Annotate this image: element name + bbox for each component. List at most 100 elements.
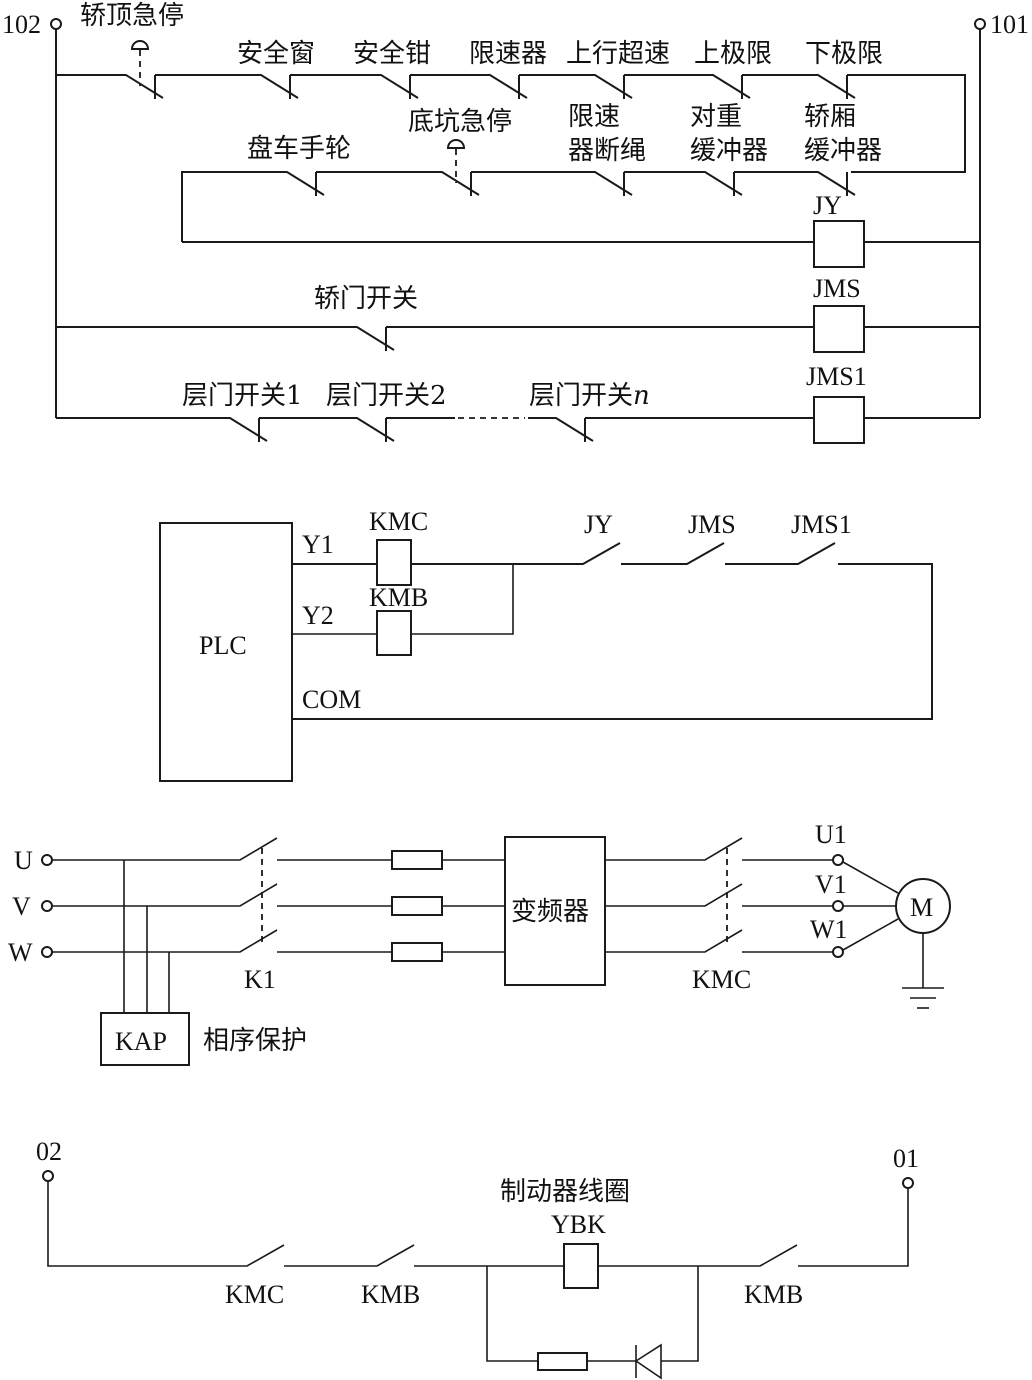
motor-label: M — [910, 893, 933, 922]
wire — [52, 929, 278, 953]
phase-w-label: W — [8, 938, 33, 967]
wire — [410, 74, 528, 99]
brake-coil-label: YBK — [551, 1210, 606, 1239]
terminal-102-label: 102 — [2, 10, 41, 39]
terminal-u — [41, 854, 53, 866]
brake-coil-ybk — [563, 1243, 599, 1289]
wire — [155, 74, 299, 99]
wire — [624, 171, 743, 196]
switch-label-safety-gear: 安全钳 — [353, 39, 431, 69]
terminal-02 — [42, 1170, 54, 1182]
switch-label-governor-rope-l1: 限速 — [568, 102, 620, 132]
relay-jms-label: JMS — [813, 274, 861, 303]
fuse-w — [391, 942, 443, 962]
terminal-u1 — [832, 854, 844, 866]
wire — [842, 861, 899, 894]
terminal-01-label: 01 — [893, 1144, 919, 1173]
switch-label-safety-window: 安全窗 — [237, 39, 315, 69]
wire — [56, 417, 268, 442]
contact-kmb-label-1: KMB — [361, 1280, 420, 1309]
switch-label-pit-estop: 底坑急停 — [408, 107, 512, 137]
wire — [411, 542, 621, 565]
terminal-01 — [902, 1177, 914, 1189]
phase-protector-desc: 相序保护 — [203, 1026, 307, 1056]
common-label: COM — [302, 685, 361, 714]
wire — [847, 74, 966, 173]
breaker-k1-label: K1 — [244, 965, 276, 994]
terminal-v — [41, 900, 53, 912]
pit-estop-button-icon — [446, 139, 466, 149]
wire — [742, 74, 856, 99]
power-circuit: U V W K1 KAP 相序保护 变频器 KMC — [8, 820, 951, 1066]
switch-label-governor: 限速器 — [469, 39, 547, 69]
relay-jms1-label: JMS1 — [806, 362, 867, 391]
output-y1-label: Y1 — [302, 530, 334, 559]
switch-label-upper-limit: 上极限 — [694, 39, 772, 69]
wire — [605, 837, 743, 861]
wire — [316, 171, 480, 196]
coil-kmc-label: KMC — [369, 507, 428, 536]
contactor-kmc-label: KMC — [692, 965, 751, 994]
phase-v-label: V — [12, 892, 31, 921]
diode-icon — [634, 1343, 662, 1380]
wire — [56, 326, 395, 351]
estop-button-icon — [130, 40, 150, 50]
wire — [725, 542, 836, 565]
switch-label-landing-door-1: 层门开关1 — [182, 381, 303, 411]
wire — [842, 918, 899, 951]
wire — [259, 417, 395, 442]
terminal-w — [41, 946, 53, 958]
wire — [734, 171, 856, 196]
wire — [528, 417, 594, 442]
wire — [605, 883, 743, 907]
switch-label-landing-door-2: 层门开关2 — [326, 381, 447, 411]
relay-jy-label: JY — [813, 191, 842, 220]
wire — [598, 1244, 798, 1267]
switch-label-car-buffer-l1: 轿厢 — [804, 102, 856, 132]
relay-jms1-coil — [813, 396, 865, 444]
wire — [47, 1181, 285, 1267]
brake-coil-desc: 制动器线圈 — [500, 1177, 630, 1207]
wire — [56, 74, 164, 99]
switch-label-lower-limit: 下极限 — [805, 39, 883, 69]
fuse-u — [391, 850, 443, 870]
wire — [52, 837, 278, 861]
terminal-u1-label: U1 — [815, 820, 847, 849]
terminal-102 — [50, 18, 62, 30]
plc-block — [159, 522, 293, 782]
contact-kmb-label-2: KMB — [744, 1280, 803, 1309]
switch-label-governor-rope-l2: 器断绳 — [568, 136, 646, 166]
wire — [624, 74, 751, 99]
inverter-label: 变频器 — [511, 897, 589, 927]
wire — [661, 1266, 699, 1362]
wire — [284, 1244, 415, 1267]
coil-kmb — [376, 610, 412, 656]
switch-label-car-door: 轿门开关 — [314, 284, 418, 314]
brake-circuit: 02 01 制动器线圈 YBK KMC KMB KMB — [36, 1137, 919, 1380]
phase-protector-kap — [100, 1012, 190, 1066]
ground-icon — [902, 987, 944, 1009]
terminal-w1 — [832, 946, 844, 958]
terminal-w1-label: W1 — [810, 915, 848, 944]
contact-jms1-label: JMS1 — [791, 510, 852, 539]
plc-circuit: PLC Y1 Y2 COM KMC KMB JY JMS JMS1 — [159, 507, 933, 782]
switch-label-car-buffer-l2: 缓冲器 — [804, 136, 882, 166]
fuse-v — [391, 896, 443, 916]
switch-label-handwheel: 盘车手轮 — [247, 134, 351, 164]
wire — [471, 171, 633, 196]
inverter — [504, 836, 606, 986]
contact-kmc-label: KMC — [225, 1280, 284, 1309]
wire — [290, 74, 419, 99]
wire — [181, 171, 325, 242]
switch-label-cw-buffer-l1: 对重 — [690, 102, 742, 132]
suppression-resistor — [537, 1352, 588, 1371]
contact-jy-label: JY — [584, 510, 613, 539]
wire — [519, 74, 633, 99]
wire — [605, 929, 743, 953]
wire — [52, 883, 278, 907]
switch-label-landing-door-n: 层门开关n — [529, 381, 650, 411]
terminal-02-label: 02 — [36, 1137, 62, 1166]
wire — [411, 564, 514, 635]
terminal-v1-label: V1 — [815, 870, 847, 899]
